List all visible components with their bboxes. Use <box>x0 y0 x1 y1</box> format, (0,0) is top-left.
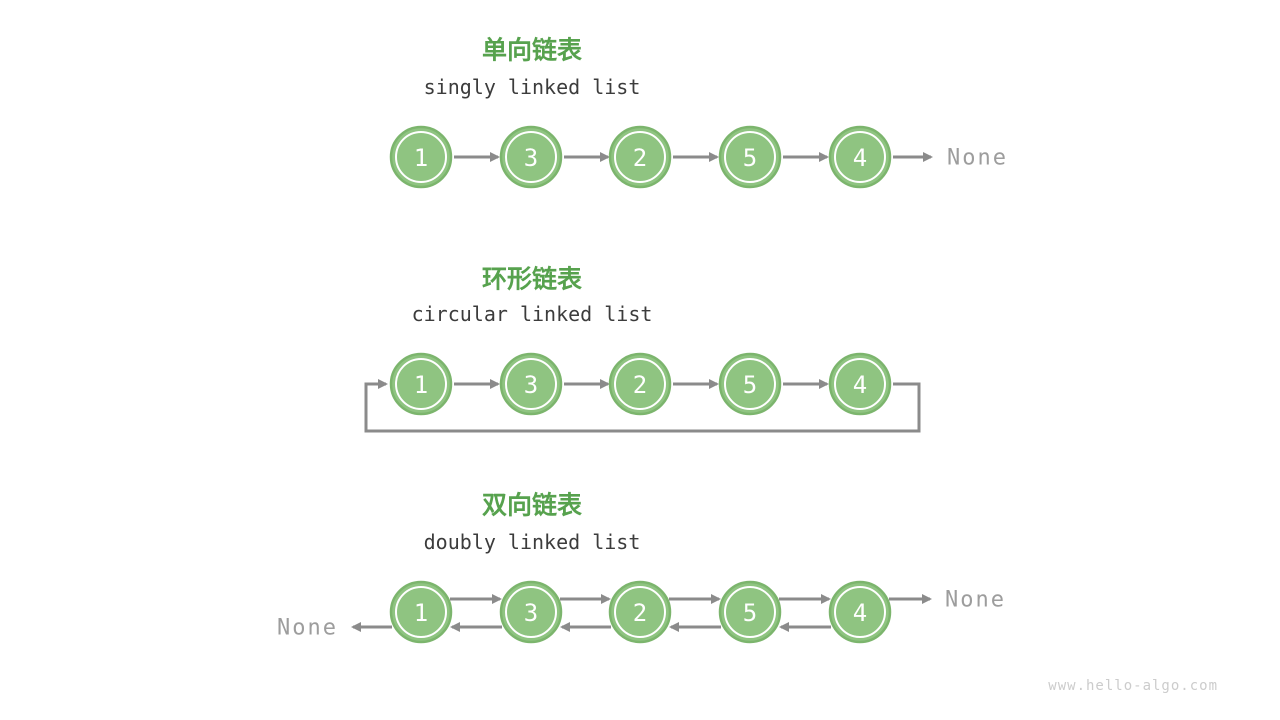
node-inner-ring <box>505 131 557 183</box>
section-title-en: singly linked list <box>424 75 641 99</box>
node-circle <box>608 125 672 189</box>
node: 5 <box>718 125 782 189</box>
node-value: 3 <box>524 144 538 172</box>
node-inner-ring <box>724 358 776 410</box>
node: 5 <box>718 352 782 416</box>
node-value: 4 <box>853 599 867 627</box>
node-value: 2 <box>633 599 647 627</box>
node: 3 <box>499 352 563 416</box>
node-value: 5 <box>743 599 757 627</box>
node: 5 <box>718 580 782 644</box>
node-inner-ring <box>614 131 666 183</box>
node-circle <box>718 125 782 189</box>
node-value: 5 <box>743 371 757 399</box>
node-circle <box>389 352 453 416</box>
node-inner-ring <box>395 586 447 638</box>
node-inner-ring <box>395 131 447 183</box>
node: 2 <box>608 580 672 644</box>
node: 4 <box>828 352 892 416</box>
node-inner-ring <box>724 586 776 638</box>
section-title-en: circular linked list <box>412 302 653 326</box>
node: 4 <box>828 125 892 189</box>
node: 1 <box>389 580 453 644</box>
node-value: 2 <box>633 371 647 399</box>
node-inner-ring <box>614 586 666 638</box>
node: 2 <box>608 125 672 189</box>
node-inner-ring <box>614 358 666 410</box>
node-circle <box>389 580 453 644</box>
section-title-en: doubly linked list <box>424 530 641 554</box>
node-value: 3 <box>524 371 538 399</box>
node-inner-ring <box>395 358 447 410</box>
watermark: www.hello-algo.com <box>1048 678 1218 694</box>
node-circle <box>828 125 892 189</box>
node: 4 <box>828 580 892 644</box>
node-value: 2 <box>633 144 647 172</box>
node-circle <box>718 580 782 644</box>
node: 3 <box>499 580 563 644</box>
node-value: 1 <box>414 144 428 172</box>
section-title-zh: 单向链表 <box>482 36 583 65</box>
section-doubly-linked-list: 双向链表 doubly linked list 1 3 2 <box>277 491 1006 644</box>
node-inner-ring <box>834 358 886 410</box>
loop-back-arrow <box>364 379 921 433</box>
tail-none-label: None <box>947 146 1008 171</box>
section-title-zh: 环形链表 <box>482 265 583 294</box>
section-circular-linked-list: 环形链表 circular linked list 1 3 2 5 <box>364 265 921 433</box>
node-circle <box>608 580 672 644</box>
node-circle <box>499 352 563 416</box>
head-none-label: None <box>277 616 338 641</box>
node-inner-ring <box>505 358 557 410</box>
node-value: 4 <box>853 371 867 399</box>
node: 1 <box>389 352 453 416</box>
node-circle <box>389 125 453 189</box>
node-circle <box>828 580 892 644</box>
node-circle <box>499 125 563 189</box>
node: 2 <box>608 352 672 416</box>
node-inner-ring <box>505 586 557 638</box>
section-singly-linked-list: 单向链表 singly linked list 1 3 2 5 <box>389 36 1008 189</box>
node-circle <box>499 580 563 644</box>
node-inner-ring <box>834 586 886 638</box>
node-circle <box>608 352 672 416</box>
section-title-zh: 双向链表 <box>482 491 583 520</box>
node-circle <box>828 352 892 416</box>
node-circle <box>718 352 782 416</box>
node-inner-ring <box>724 131 776 183</box>
node: 1 <box>389 125 453 189</box>
node: 3 <box>499 125 563 189</box>
node-value: 1 <box>414 599 428 627</box>
tail-none-label: None <box>945 588 1006 613</box>
node-value: 1 <box>414 371 428 399</box>
node-value: 4 <box>853 144 867 172</box>
node-value: 5 <box>743 144 757 172</box>
node-value: 3 <box>524 599 538 627</box>
node-inner-ring <box>834 131 886 183</box>
